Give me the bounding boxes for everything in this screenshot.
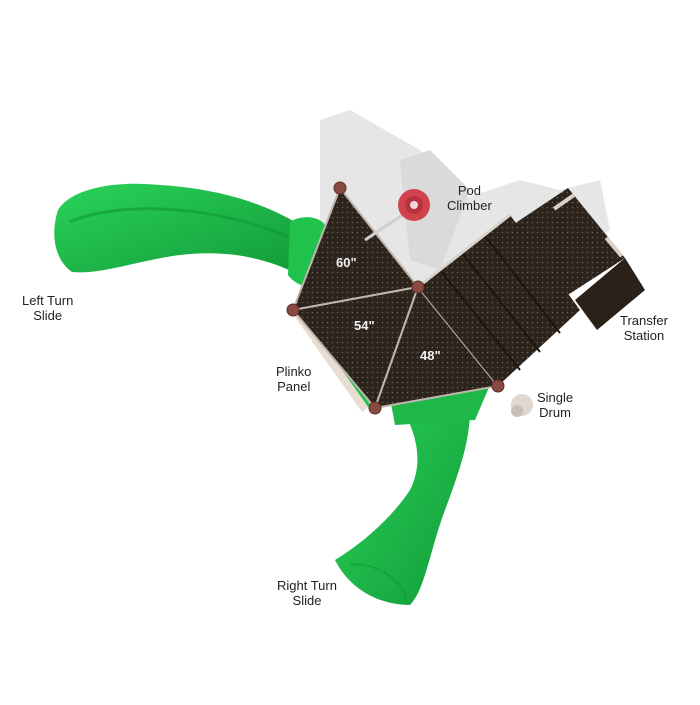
label-transfer-station: Transfer Station (620, 313, 668, 343)
pod-climber (364, 189, 430, 242)
label-right-turn-slide: Right Turn Slide (277, 578, 337, 608)
label-pod-climber: Pod Climber (447, 183, 492, 213)
deck-label-54: 54" (354, 318, 375, 333)
transfer-station (508, 188, 645, 330)
left-turn-slide (54, 183, 325, 287)
deck-label-48: 48" (420, 348, 441, 363)
single-drum (511, 394, 533, 417)
post-caps (286, 181, 505, 415)
right-turn-slide (335, 385, 490, 605)
label-plinko-panel: Plinko Panel (276, 364, 312, 394)
deck-label-60: 60" (336, 255, 357, 270)
label-left-turn-slide: Left Turn Slide (22, 293, 74, 323)
label-single-drum: Single Drum (537, 390, 574, 420)
